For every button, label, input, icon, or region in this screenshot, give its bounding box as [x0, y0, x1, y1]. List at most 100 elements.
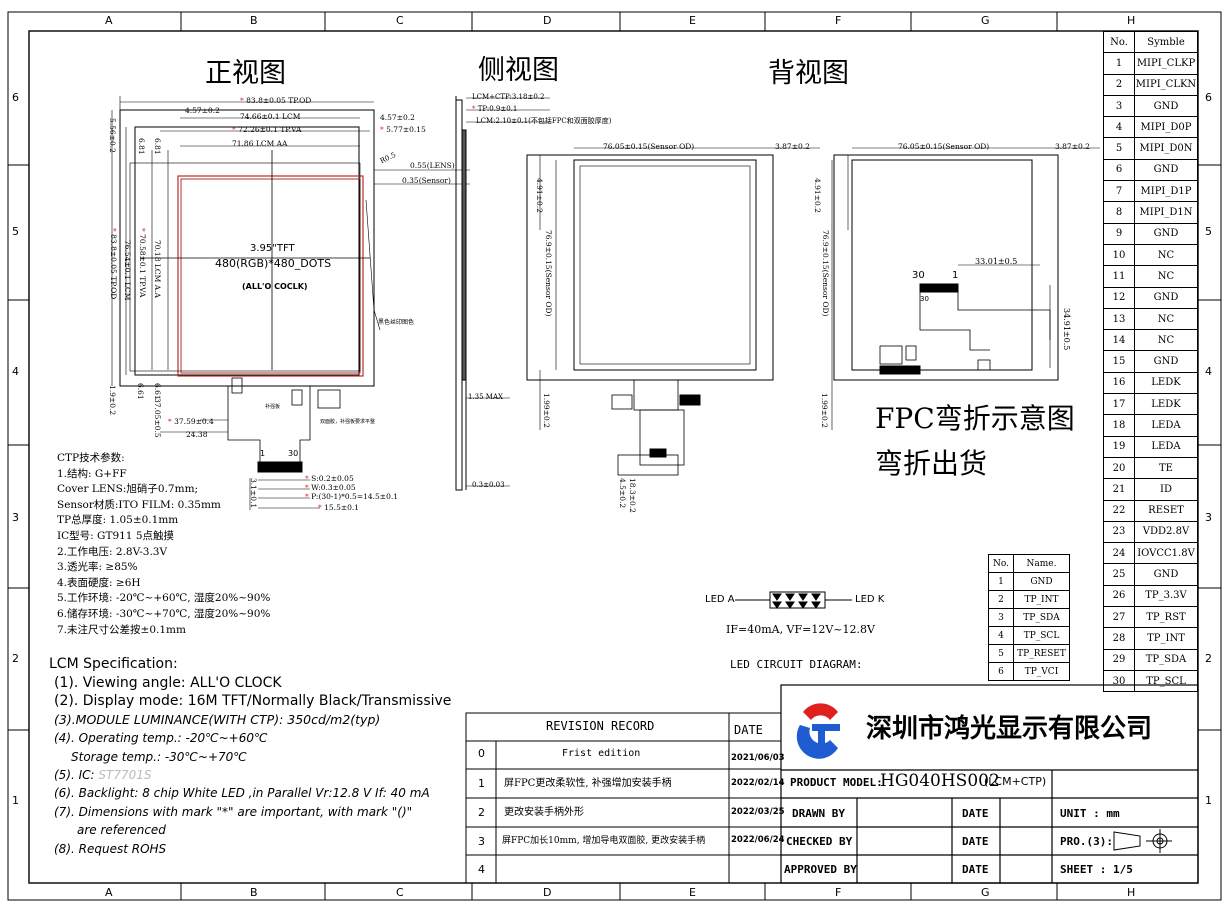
note-stiffener: 补强板: [265, 404, 281, 410]
lcm-spec-line: (7). Dimensions with mark "*" are import…: [54, 804, 413, 819]
row-label: 1: [12, 794, 19, 807]
dim-bot-v1: 1.9±0.2: [108, 385, 117, 416]
pin-symbol: NC: [1134, 329, 1198, 352]
lcm-spec-line: (1). Viewing angle: ALL'O CLOCK: [54, 674, 282, 691]
pin-symbol: GND: [1134, 563, 1198, 586]
dim-w: W:0.3±0.05: [311, 483, 356, 492]
revision-table: [465, 712, 782, 884]
product-label: PRODUCT MODEL:: [790, 776, 883, 789]
row-label: 2: [1205, 652, 1212, 665]
dim-v-lcm-aa: 70.18 LCM A.A: [153, 240, 162, 298]
pin-symbol: RESET: [1134, 499, 1198, 522]
pin-symbol: GND: [1134, 222, 1198, 245]
bend-sensor-od: 76.05±0.15(Sensor OD): [603, 142, 695, 151]
pin-no: 22: [1103, 499, 1135, 522]
dim-v-tp-od: 83.8±0.05 TP.OD: [109, 234, 118, 300]
pin-no: 28: [1103, 627, 1135, 650]
dim-top-v1: 5.56±0.2: [108, 118, 117, 153]
back-fpc-w: 33.01±0.5: [975, 257, 1018, 266]
pin-symbol: TP_RST: [1134, 606, 1198, 629]
led-circuit: [735, 591, 852, 609]
tp-table-name: TP_INT: [1013, 590, 1070, 609]
ctp-line: 2.工作电压: 2.8V-3.3V: [57, 545, 168, 558]
back-pin-30b: 30: [920, 295, 929, 303]
side-view: [455, 96, 550, 491]
dim-left-margin: 4.57±0.2: [185, 106, 220, 115]
ctp-params: CTP技术参数: 1.结构: G+FF Cover LENS:旭硝子0.7mm;…: [57, 451, 270, 638]
bend-right: 3.87±0.2: [775, 142, 810, 151]
pin-no: 1: [1103, 52, 1135, 75]
col-label: C: [396, 886, 404, 899]
col-label: E: [689, 886, 696, 899]
company-logo: [796, 703, 840, 759]
row-label: 1: [1205, 794, 1212, 807]
rev-text: 屏FPC加长10mm, 增加导电双面胶, 更改安装手柄: [502, 836, 706, 846]
rev-no: 1: [478, 777, 485, 790]
pin-symbol: MIPI_D1P: [1134, 180, 1198, 203]
rev-date: 2022/06/24: [731, 835, 785, 845]
led-caption: LED CIRCUIT DIAGRAM:: [730, 658, 863, 671]
rev-no: 4: [478, 863, 485, 876]
col-label: F: [835, 14, 842, 27]
side-view-title: 侧视图: [478, 55, 559, 86]
pin-no: 19: [1103, 435, 1135, 458]
note-tape: 双面胶，补强板要求平整: [320, 419, 376, 425]
lcm-spec-line: are referenced: [77, 823, 166, 838]
dim-s: S:0.2±0.05: [311, 474, 354, 483]
dim-va-right: 5.77±0.15: [386, 125, 426, 134]
tp-table-name: TP_SCL: [1013, 626, 1070, 645]
back-left-top: 4.91±0.2: [813, 178, 822, 213]
rev-date: 2022/02/14: [731, 778, 785, 788]
col-label: B: [250, 886, 258, 899]
lcm-spec-line: (5). IC:: [54, 768, 95, 782]
col-label: B: [250, 14, 258, 27]
pin-no: 24: [1103, 542, 1135, 565]
ctp-line: 6.储存环境: -30℃~+70℃, 湿度20%~90%: [57, 607, 271, 620]
pin-symbol: MIPI_D1N: [1134, 201, 1198, 224]
bend-view: [526, 147, 820, 476]
ctp-title: CTP技术参数:: [57, 452, 125, 464]
pin-header: Symble: [1134, 30, 1198, 54]
col-label: G: [981, 886, 990, 899]
side-lcm: LCM:2.10±0.1(不包括FPC和双面胶厚度): [476, 117, 612, 125]
dim-bot-v2: 6.61: [136, 383, 145, 400]
tft-resolution: 480(RGB)*480_DOTS: [215, 257, 332, 270]
dim-tp-od: 83.8±0.05 TP.OD: [246, 96, 312, 105]
side-tp: TP:0.9±0.1: [477, 105, 518, 113]
row-label: 4: [12, 365, 19, 378]
note-silkscreen: 黑色丝印图色: [378, 319, 415, 326]
pin-symbol: ID: [1134, 478, 1198, 501]
dim-fpc-left: 37.59±0.4: [174, 417, 214, 426]
dim-lens: 0.55(LENS): [410, 161, 455, 170]
fpc-bend-note: FPC弯折示意图: [875, 402, 1075, 435]
pin-no: 17: [1103, 393, 1135, 416]
pin-symbol: LEDK: [1134, 393, 1198, 416]
pin-no: 23: [1103, 520, 1135, 544]
rev-no: 0: [478, 747, 485, 760]
tp-table-no: 5: [988, 644, 1014, 663]
pin-no: 7: [1103, 180, 1135, 203]
pin-symbol: LEDK: [1134, 371, 1198, 395]
col-label: F: [835, 886, 842, 899]
lcm-spec-line: (3).MODULE LUMINANCE(WITH CTP): 350cd/m2…: [54, 711, 381, 727]
tp-table-name: GND: [1013, 572, 1070, 591]
pin-symbol: GND: [1134, 94, 1198, 118]
drawn-by-label: DRAWN BY: [792, 807, 845, 820]
back-view-title: 背视图: [768, 58, 849, 89]
pin-symbol: TP_SCL: [1134, 669, 1198, 693]
bend-fpc-len2: 18.3±0.2: [628, 478, 637, 513]
back-fpc-h: 34.91±0.5: [1062, 308, 1071, 351]
pin-no: 27: [1103, 606, 1135, 629]
tp-table-header: No.: [988, 554, 1014, 573]
tft-viewing: (ALL'O COCLK): [242, 282, 308, 291]
pin-symbol: MIPI_CLKN: [1134, 73, 1198, 96]
unit-label: UNIT : mm: [1060, 807, 1120, 820]
col-label: C: [396, 14, 404, 27]
pin-no: 11: [1103, 265, 1135, 288]
bend-left-top: 4.91±0.2: [535, 178, 544, 213]
pin-symbol: NC: [1134, 307, 1198, 331]
back-view: [831, 147, 1100, 430]
pin-no: 21: [1103, 478, 1135, 501]
pin-no: 20: [1103, 456, 1135, 480]
